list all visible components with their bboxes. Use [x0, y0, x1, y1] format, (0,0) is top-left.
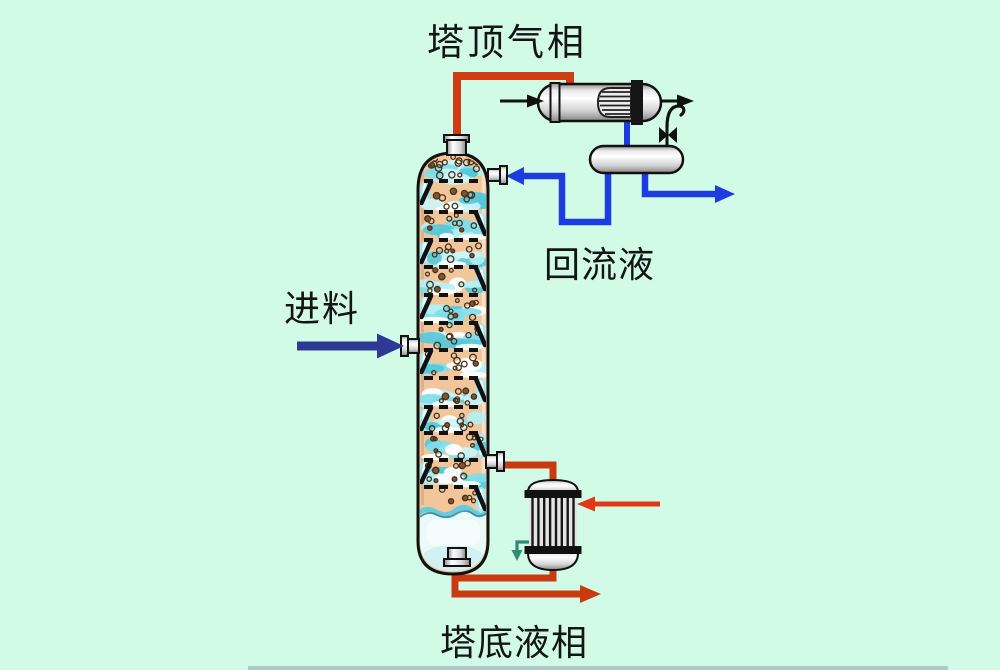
- reflux-nozzle: [487, 165, 508, 185]
- feed-arrow: [297, 333, 404, 359]
- distillate-line: [641, 170, 735, 203]
- reboiler-top-flange: [524, 490, 582, 498]
- condensate-arrow: [511, 540, 529, 561]
- top-nozzle: [443, 134, 470, 156]
- distillation-column: [416, 151, 490, 576]
- reboiler-bottom-flange: [524, 546, 582, 554]
- coolant-in-arrow: [500, 94, 544, 108]
- label-feed: 进料: [284, 289, 361, 329]
- overhead-vapor-line: [453, 72, 574, 150]
- vent-valve: [659, 104, 686, 149]
- label-reflux: 回流液: [544, 245, 656, 285]
- label-bottom-liquid: 塔底液相: [440, 623, 589, 663]
- reflux-drum: [588, 144, 685, 175]
- vapor-bubbles: [424, 156, 484, 505]
- vent-hook: [665, 104, 686, 129]
- valve-icon: [668, 127, 677, 143]
- condenser-left-flange: [549, 82, 561, 123]
- bottoms-side-nozzle: [485, 451, 505, 472]
- steam-arrow: [577, 496, 660, 512]
- condenser-right-flange: [631, 80, 643, 125]
- reflux-line: [506, 118, 630, 226]
- reboiler-tube-field: [529, 496, 577, 549]
- valve-icon: [659, 127, 668, 143]
- distillate-arrowhead: [715, 185, 735, 203]
- label-top-vapor: 塔顶气相: [427, 23, 587, 64]
- bottoms-arrowhead: [580, 585, 601, 603]
- overhead-condenser: [500, 80, 694, 125]
- column-nozzles: [400, 134, 508, 567]
- column-trays: [420, 179, 486, 512]
- bottom-nozzle: [443, 547, 471, 567]
- reboiler-bottom-head: [527, 549, 579, 572]
- reboiler: [524, 478, 582, 572]
- column-liquid-pool: [420, 505, 486, 571]
- coolant-out-arrow: [661, 94, 694, 108]
- bottom-bar: [248, 666, 948, 670]
- reflux-arrowhead: [506, 167, 524, 185]
- reboiler-tubes: [531, 497, 575, 549]
